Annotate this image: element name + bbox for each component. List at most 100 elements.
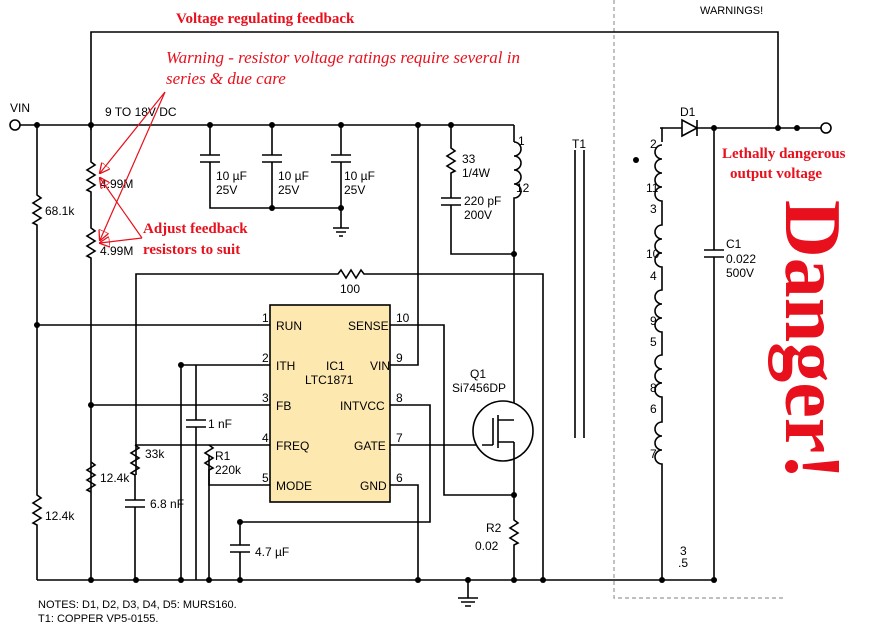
warning-note-line-2: series & due care <box>166 69 286 88</box>
label-vin: VIN <box>10 101 30 115</box>
pin-num-10: 10 <box>396 311 410 325</box>
pin-num-4: 4 <box>262 431 269 445</box>
label-r-4m99-b: 4.99M <box>100 244 133 258</box>
primary-winding <box>513 141 522 420</box>
label-c-220p: 220 pF <box>464 194 501 208</box>
vin-terminal <box>9 119 21 131</box>
label-pin-intvcc: INTVCC <box>340 399 385 413</box>
resistor-r2 <box>508 495 520 580</box>
feedback-wire <box>90 31 779 130</box>
label-c-1n: 1 nF <box>208 417 232 431</box>
sec-pin-5: 5 <box>650 335 657 349</box>
label-c-4u7: 4.7 µF <box>255 545 289 559</box>
ground-rail <box>37 579 714 607</box>
label-vin-range: 9 TO 18V DC <box>105 105 177 119</box>
label-c-220p-v: 200V <box>464 208 492 222</box>
label-c3-v: 25V <box>344 183 365 197</box>
cap-4-7uf <box>230 404 431 580</box>
label-pin-gate: GATE <box>354 439 386 453</box>
adjust-note-line-1: Adjust feedback <box>143 221 248 237</box>
output-terminal <box>820 122 832 134</box>
adjust-note-line-2: resistors to suit <box>143 242 240 258</box>
annotation-arrows <box>100 91 166 243</box>
sec-pin-9: 9 <box>650 314 657 328</box>
comp-network <box>125 444 145 580</box>
label-pin-fb: FB <box>276 399 291 413</box>
label-pin-ith: ITH <box>276 359 295 373</box>
label-c1-v: 25V <box>216 183 237 197</box>
label-r-33: 33 <box>462 152 476 166</box>
label-c2-cap: 10 µF <box>278 169 309 183</box>
label-ic-part: LTC1871 <box>305 373 354 387</box>
transformer-core <box>574 150 585 438</box>
run-divider <box>31 125 43 580</box>
tx-pin-12: 12 <box>516 181 530 195</box>
label-r2-name: R2 <box>486 521 502 535</box>
label-c-6n8: 6.8 nF <box>150 497 184 511</box>
label-c2-v: 25V <box>278 183 299 197</box>
label-q1-part: Si7456DP <box>452 381 506 395</box>
pin-num-5: 5 <box>262 471 269 485</box>
warning-box-label: WARNINGS! <box>700 5 763 17</box>
sec-pin-6: 6 <box>650 402 657 416</box>
label-t1-name: T1 <box>572 137 586 151</box>
feedback-title: Voltage regulating feedback <box>176 11 355 27</box>
snubber <box>441 125 514 255</box>
label-pin-gnd: GND <box>360 479 387 493</box>
sec-pin-8: 8 <box>650 381 657 395</box>
dashed-boundary <box>613 0 784 599</box>
sec-pin-11: 11 <box>646 181 659 195</box>
lethal-note-line-2: output voltage <box>730 166 822 182</box>
mosfet-q1 <box>472 400 534 462</box>
junction-dots <box>34 122 800 583</box>
pin-num-6: 6 <box>396 471 403 485</box>
ic-body <box>269 304 391 503</box>
stray-label-b: .5 <box>678 556 688 570</box>
tx-pin-1: 1 <box>518 134 525 148</box>
label-r-12k4-a: 12.4k <box>100 471 130 485</box>
pin-num-8: 8 <box>396 391 403 405</box>
label-pin-mode: MODE <box>276 479 312 493</box>
notes-line-2: T1: COPPER VP5-0155. <box>38 613 158 625</box>
label-pin-run: RUN <box>276 319 302 333</box>
feedback-resistor-chain <box>85 125 97 580</box>
sec-pin-3: 3 <box>650 202 657 216</box>
lethal-note-line-1: Lethally dangerous <box>722 146 846 162</box>
label-r-33k: 33k <box>145 447 165 461</box>
pin-num-2: 2 <box>262 351 269 365</box>
label-r-100: 100 <box>340 282 360 296</box>
secondary-windings <box>654 127 663 580</box>
label-c1o-name: C1 <box>726 237 742 251</box>
sec-pin-4: 4 <box>650 269 657 283</box>
label-pin-freq: FREQ <box>276 439 309 453</box>
label-pin-vin: VIN <box>370 359 390 373</box>
label-c1o-v: 500V <box>726 266 754 280</box>
output-diode <box>662 118 822 580</box>
label-r-12k4-b: 12.4k <box>45 509 75 523</box>
label-r-4m99-a: 4.99M <box>100 177 133 191</box>
ic-left-pins <box>37 324 270 580</box>
notes-line-1: NOTES: D1, D2, D3, D4, D5: MURS160. <box>38 599 237 611</box>
pin-num-1: 1 <box>262 311 269 325</box>
sec-pin-10: 10 <box>646 247 660 261</box>
sec-pin-7: 7 <box>650 447 657 461</box>
stray-label-a: 3 <box>680 544 687 558</box>
label-r1-val: 220k <box>215 463 242 477</box>
label-r-68k: 68.1k <box>45 204 75 218</box>
label-r1-name: R1 <box>215 449 231 463</box>
ic-right-pins <box>390 125 514 580</box>
label-r-33-w: 1/4W <box>462 166 491 180</box>
label-q1-name: Q1 <box>470 367 486 381</box>
cap-1nf <box>186 365 206 580</box>
pin-num-9: 9 <box>396 351 403 365</box>
sense-resistor-100 <box>135 268 544 580</box>
sec-pin-2: 2 <box>650 137 657 151</box>
label-d1-name: D1 <box>680 105 696 119</box>
label-pin-sense: SENSE <box>348 319 389 333</box>
pin-num-3: 3 <box>262 391 269 405</box>
pin-num-7: 7 <box>396 431 403 445</box>
label-r2-val: 0.02 <box>475 539 499 553</box>
label-c3-cap: 10 µF <box>344 169 375 183</box>
warning-note-line-1: Warning - resistor voltage ratings requi… <box>166 48 520 67</box>
